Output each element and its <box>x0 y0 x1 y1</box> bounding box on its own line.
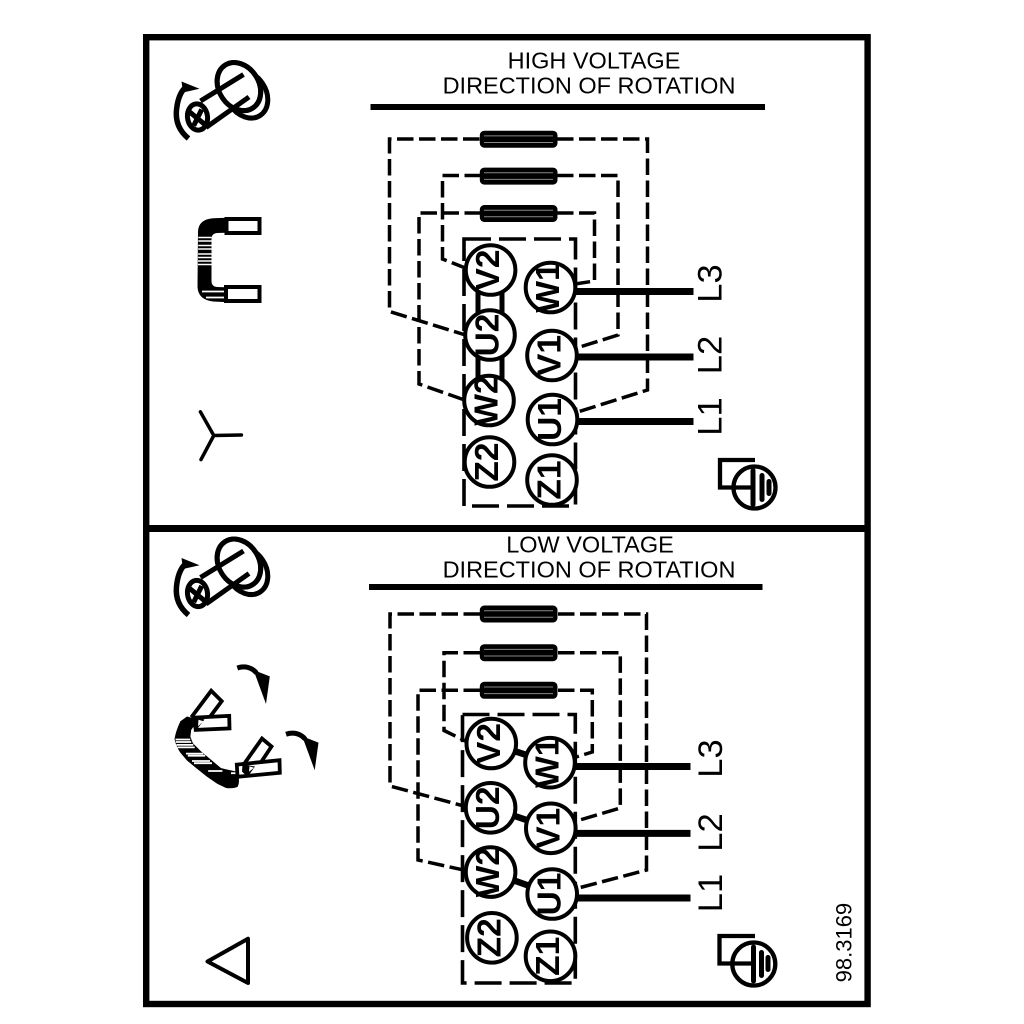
svg-text:V1: V1 <box>530 808 567 849</box>
svg-text:Z2: Z2 <box>471 918 508 957</box>
svg-text:L3: L3 <box>692 264 730 302</box>
svg-text:U2: U2 <box>470 786 507 829</box>
svg-text:DIRECTION OF ROTATION: DIRECTION OF ROTATION <box>443 557 736 583</box>
svg-text:W2: W2 <box>469 375 506 425</box>
svg-text:V2: V2 <box>471 723 508 764</box>
svg-text:98.3169: 98.3169 <box>832 903 857 983</box>
svg-text:Z2: Z2 <box>469 442 506 481</box>
svg-text:W2: W2 <box>470 847 507 897</box>
svg-text:W1: W1 <box>530 262 567 312</box>
svg-text:Z1: Z1 <box>532 460 569 499</box>
svg-text:L3: L3 <box>692 739 730 777</box>
svg-text:U1: U1 <box>532 873 569 916</box>
svg-text:L1: L1 <box>692 397 730 435</box>
svg-text:V1: V1 <box>532 335 569 376</box>
svg-text:U2: U2 <box>470 314 507 357</box>
svg-text:DIRECTION OF ROTATION: DIRECTION OF ROTATION <box>443 73 736 99</box>
svg-text:V2: V2 <box>470 250 507 291</box>
svg-text:LOW VOLTAGE: LOW VOLTAGE <box>506 532 674 558</box>
svg-text:L1: L1 <box>692 874 730 912</box>
svg-text:HIGH VOLTAGE: HIGH VOLTAGE <box>508 48 681 74</box>
svg-text:Z1: Z1 <box>530 937 567 976</box>
svg-text:L2: L2 <box>692 813 730 851</box>
svg-text:L2: L2 <box>692 336 730 374</box>
svg-text:U1: U1 <box>532 398 569 441</box>
svg-text:W1: W1 <box>530 738 567 788</box>
